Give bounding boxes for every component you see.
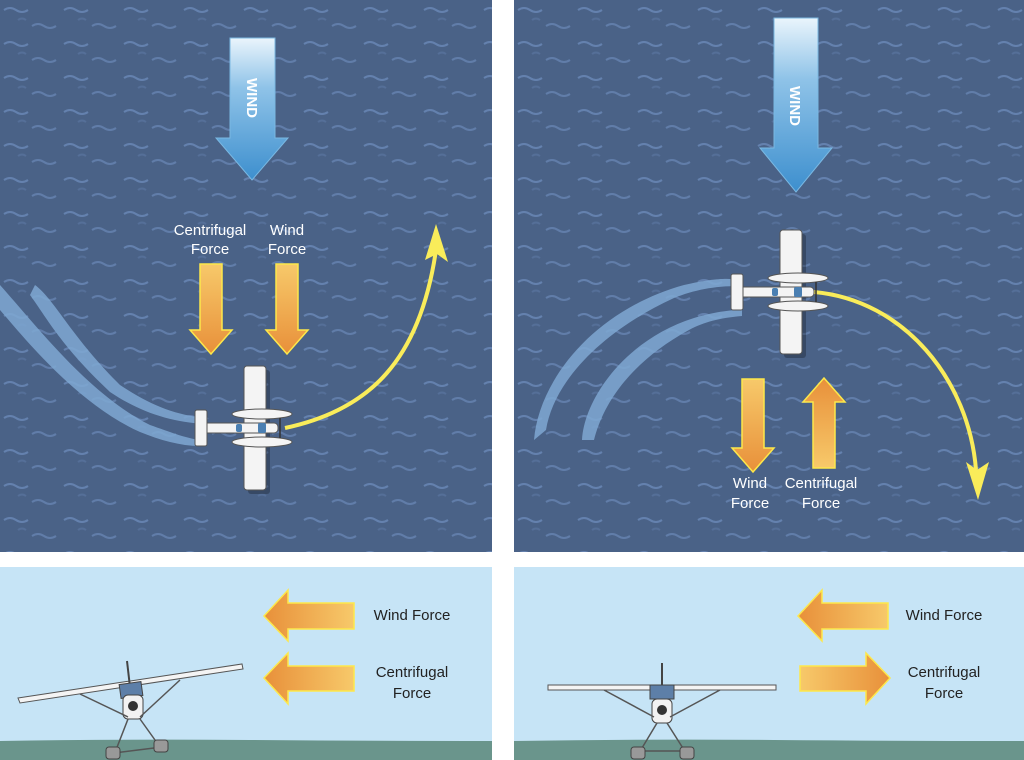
turn-path-arrow xyxy=(813,290,989,500)
panel-top-right-downwind-turn: WIND Wind Force Centrifugal Force xyxy=(514,0,1024,552)
top-left-illustration: WIND Centrifugal Force Wind Force xyxy=(0,0,492,552)
wind-force-arrow xyxy=(730,378,776,474)
wake-trail xyxy=(534,278,742,440)
panel-bottom-right-downwind-side: Wind Force Centrifugal Force xyxy=(514,567,1024,760)
water-surface xyxy=(514,0,1024,552)
panel-bottom-left-upwind-side: Wind Force Centrifugal Force xyxy=(0,567,492,760)
wake-trail xyxy=(0,285,205,446)
centrifugal-force-arrow xyxy=(262,651,355,706)
centrifugal-force-arrow xyxy=(801,376,847,469)
wind-force-arrow xyxy=(262,588,355,643)
sky xyxy=(0,567,492,760)
centrifugal-force-arrow xyxy=(188,263,234,356)
force-label-centrifugal-line1: Centrifugal xyxy=(785,475,858,492)
force-label-wind-line2: Force xyxy=(268,241,306,258)
force-label-centrifugal-line2: Force xyxy=(925,685,963,702)
bottom-left-illustration: Wind Force Centrifugal Force xyxy=(0,567,492,760)
top-right-illustration: WIND Wind Force Centrifugal Force xyxy=(514,0,1024,552)
wind-arrow: WIND xyxy=(214,37,290,181)
seaplane-top-view xyxy=(730,229,829,358)
wind-force-arrow xyxy=(796,588,889,643)
seaplane-front-view-level xyxy=(547,663,777,760)
wind-force-arrow xyxy=(264,263,310,356)
force-label-wind: Wind Force xyxy=(906,607,983,624)
turn-path-arrow xyxy=(284,224,448,430)
force-label-centrifugal-line1: Centrifugal xyxy=(174,222,247,239)
panel-top-left-upwind-turn: WIND Centrifugal Force Wind Force xyxy=(0,0,492,552)
force-label-wind: Wind Force xyxy=(374,607,451,624)
force-label-centrifugal-line2: Force xyxy=(393,685,431,702)
wind-label: WIND xyxy=(243,78,260,118)
force-label-wind-line1: Wind xyxy=(270,222,304,239)
wind-label: WIND xyxy=(786,86,803,126)
ground-water xyxy=(0,739,492,760)
seaplane-top-view xyxy=(194,365,293,494)
force-label-wind-line2: Force xyxy=(731,495,769,512)
seaplane-front-view-banked xyxy=(17,660,244,760)
bottom-right-illustration: Wind Force Centrifugal Force xyxy=(514,567,1024,760)
force-label-centrifugal-line1: Centrifugal xyxy=(376,664,449,681)
sky xyxy=(514,567,1024,760)
wind-arrow: WIND xyxy=(758,17,834,193)
ground-water xyxy=(514,739,1024,760)
force-label-centrifugal-line2: Force xyxy=(191,241,229,258)
force-label-wind-line1: Wind xyxy=(733,475,767,492)
force-label-centrifugal-line2: Force xyxy=(802,495,840,512)
centrifugal-force-arrow xyxy=(799,651,892,706)
force-label-centrifugal-line1: Centrifugal xyxy=(908,664,981,681)
